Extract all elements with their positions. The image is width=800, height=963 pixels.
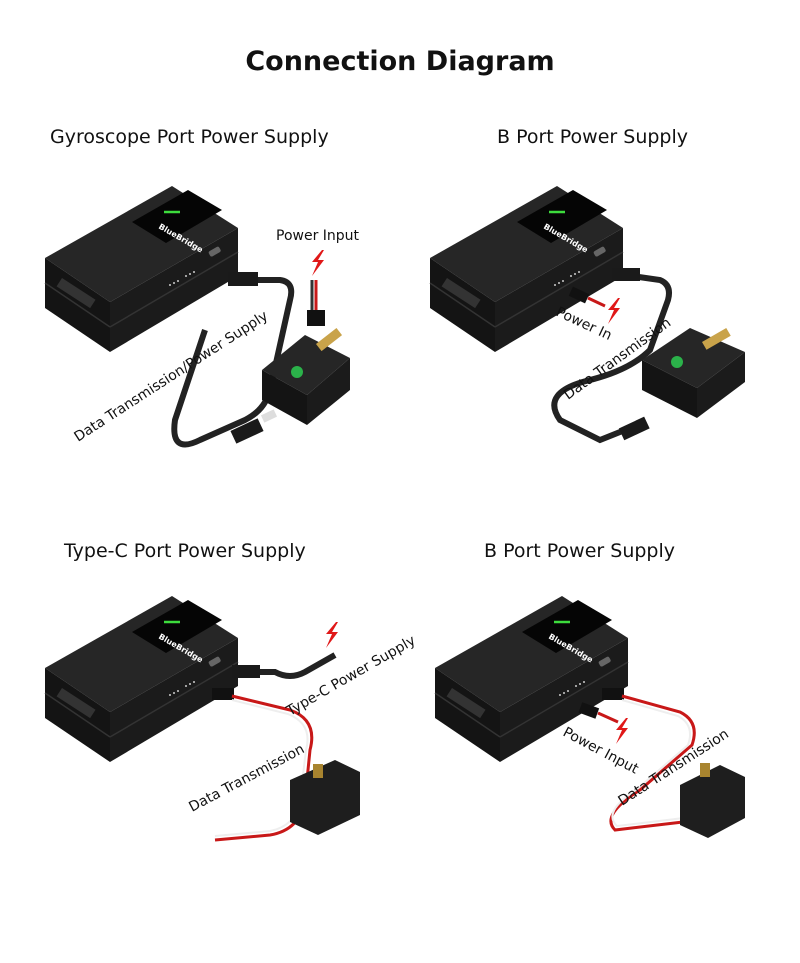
panel-title-gyro: Gyroscope Port Power Supply bbox=[50, 126, 329, 148]
diagram-title: Connection Diagram bbox=[245, 46, 555, 77]
panel-gyro: BlueBridge Power Input Data Transmission… bbox=[43, 184, 360, 448]
usb-c-cable bbox=[551, 272, 672, 444]
label-typec-power: Type-C Power Supply bbox=[283, 633, 418, 720]
servo-motor bbox=[680, 765, 745, 838]
servo-plug bbox=[212, 688, 234, 700]
usb-c-plug bbox=[228, 272, 258, 286]
panel-bport-1: BlueBridge Power In Data Transmission bbox=[428, 184, 745, 444]
panel-title-typec: Type-C Port Power Supply bbox=[64, 540, 306, 562]
label-power-input: Power Input bbox=[560, 724, 641, 777]
power-bolt-icon bbox=[608, 298, 620, 324]
gyroscope-receiver bbox=[642, 328, 745, 388]
servo-plug bbox=[602, 688, 624, 700]
usb-c-cable bbox=[171, 277, 295, 448]
bluebridge-device bbox=[433, 594, 630, 764]
servo-plug bbox=[307, 310, 325, 326]
label-power-input: Power Input bbox=[276, 228, 360, 244]
panel-typec: BlueBridge Type-C Power Supply Data Tran… bbox=[43, 594, 418, 842]
power-plug bbox=[578, 702, 600, 719]
label-data: Data Transmission bbox=[186, 741, 307, 815]
power-bolt-icon bbox=[312, 250, 324, 276]
bluebridge-device bbox=[43, 594, 240, 764]
gyroscope-receiver bbox=[262, 335, 350, 395]
usb-c-cable bbox=[255, 652, 337, 679]
label-power-in: Power In bbox=[553, 304, 614, 344]
servo-plug bbox=[568, 286, 590, 304]
panel-title-bport-2: B Port Power Supply bbox=[484, 540, 676, 562]
power-bolt-icon bbox=[326, 622, 338, 648]
panel-title-bport-1: B Port Power Supply bbox=[497, 126, 689, 148]
panel-bport-2: BlueBridge Power Input Data Transmission bbox=[433, 594, 745, 838]
servo-motor bbox=[290, 760, 360, 835]
bluebridge-device bbox=[43, 184, 240, 354]
receiver-logo-icon bbox=[291, 366, 303, 378]
